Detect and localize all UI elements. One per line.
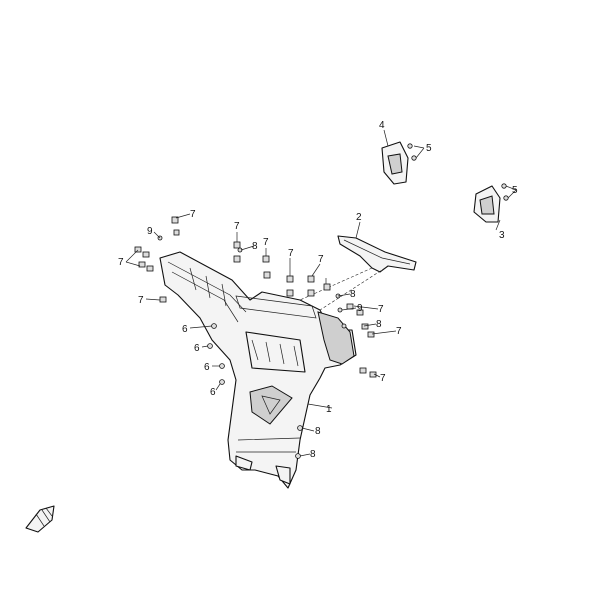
callout-5: 5 [426,143,432,154]
callout-7: 7 [288,248,294,259]
callout-8: 8 [315,426,321,437]
callout-7: 7 [396,326,402,337]
callout-3: 3 [499,230,505,241]
callout-6: 6 [210,387,216,398]
part-2-upper-crossbar [337,235,417,273]
fasteners [134,143,509,459]
alignment-line [319,267,386,311]
callout-7: 7 [118,257,124,268]
callout-9: 9 [357,303,363,314]
callout-7: 7 [234,221,240,232]
callout-7: 7 [263,237,269,248]
callout-4: 4 [379,120,385,131]
callout-1: 1 [326,404,332,415]
callout-8: 8 [252,241,258,252]
front-direction-arrow-icon [25,505,55,533]
part-4-bracket [381,141,409,185]
callout-8: 8 [376,319,382,330]
callout-6: 6 [194,343,200,354]
callout-7: 7 [380,373,386,384]
callout-labels: 1 2 3 4 5 5 6 6 6 6 7 7 7 7 7 7 7 7 7 7 … [118,120,518,460]
callout-7: 7 [138,295,144,306]
callout-2: 2 [356,212,362,223]
leader-lines [125,129,517,457]
part-3-bracket [473,185,501,223]
callout-6: 6 [182,324,188,335]
part-1-front-bracket [159,251,357,489]
callout-6: 6 [204,362,210,373]
callout-8: 8 [310,449,316,460]
callout-7: 7 [190,209,196,220]
callout-7: 7 [378,304,384,315]
callout-8: 8 [350,289,356,300]
callout-5: 5 [512,185,518,196]
callout-9: 9 [147,226,153,237]
callout-7: 7 [318,254,324,265]
